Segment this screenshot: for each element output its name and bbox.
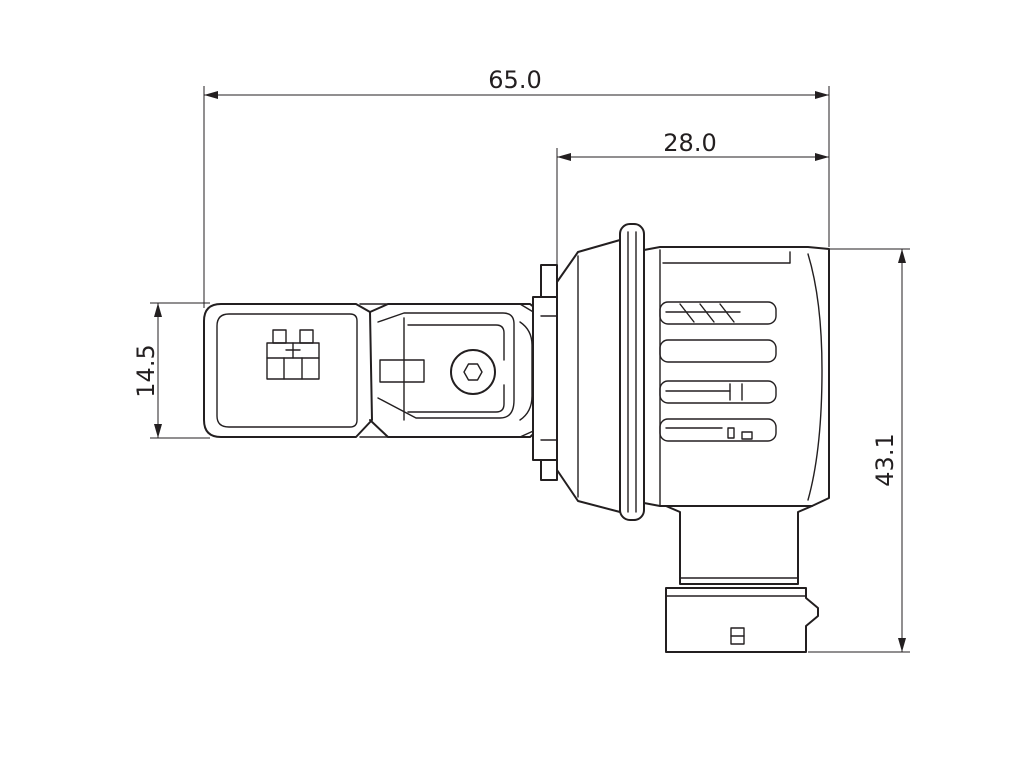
arrow-head (815, 153, 829, 161)
arrow-head (204, 91, 218, 99)
cable-stem (665, 505, 813, 585)
dimension-base-length: 28.0 (556, 129, 829, 265)
driver-connector-icon (266, 329, 320, 380)
base-length-label: 28.0 (663, 129, 716, 157)
vent-slot-3 (659, 380, 777, 404)
overall-length-label: 65.0 (488, 66, 541, 94)
vent-slot-1 (659, 301, 777, 325)
power-plug (665, 587, 819, 653)
fan-housing (643, 246, 830, 507)
hex-screw-icon (450, 349, 496, 395)
locking-ring (619, 223, 645, 521)
dimension-overall-height: 43.1 (808, 248, 910, 653)
vent-slot-4 (659, 418, 777, 442)
arrow-head (154, 424, 162, 438)
arrow-head (154, 303, 162, 317)
vent-slot-2 (659, 339, 777, 363)
dimension-overall-length: 65.0 (203, 66, 830, 308)
arrow-head (815, 91, 829, 99)
arrow-head (557, 153, 571, 161)
dimension-heatsink-width: 14.5 (132, 302, 210, 439)
overall-height-label: 43.1 (871, 433, 899, 486)
mounting-flange (532, 239, 621, 513)
heatsink-tail (203, 303, 373, 438)
bulb-neck (359, 303, 541, 438)
arrow-head (898, 638, 906, 652)
arrow-head (898, 249, 906, 263)
heatsink-width-label: 14.5 (132, 344, 160, 397)
